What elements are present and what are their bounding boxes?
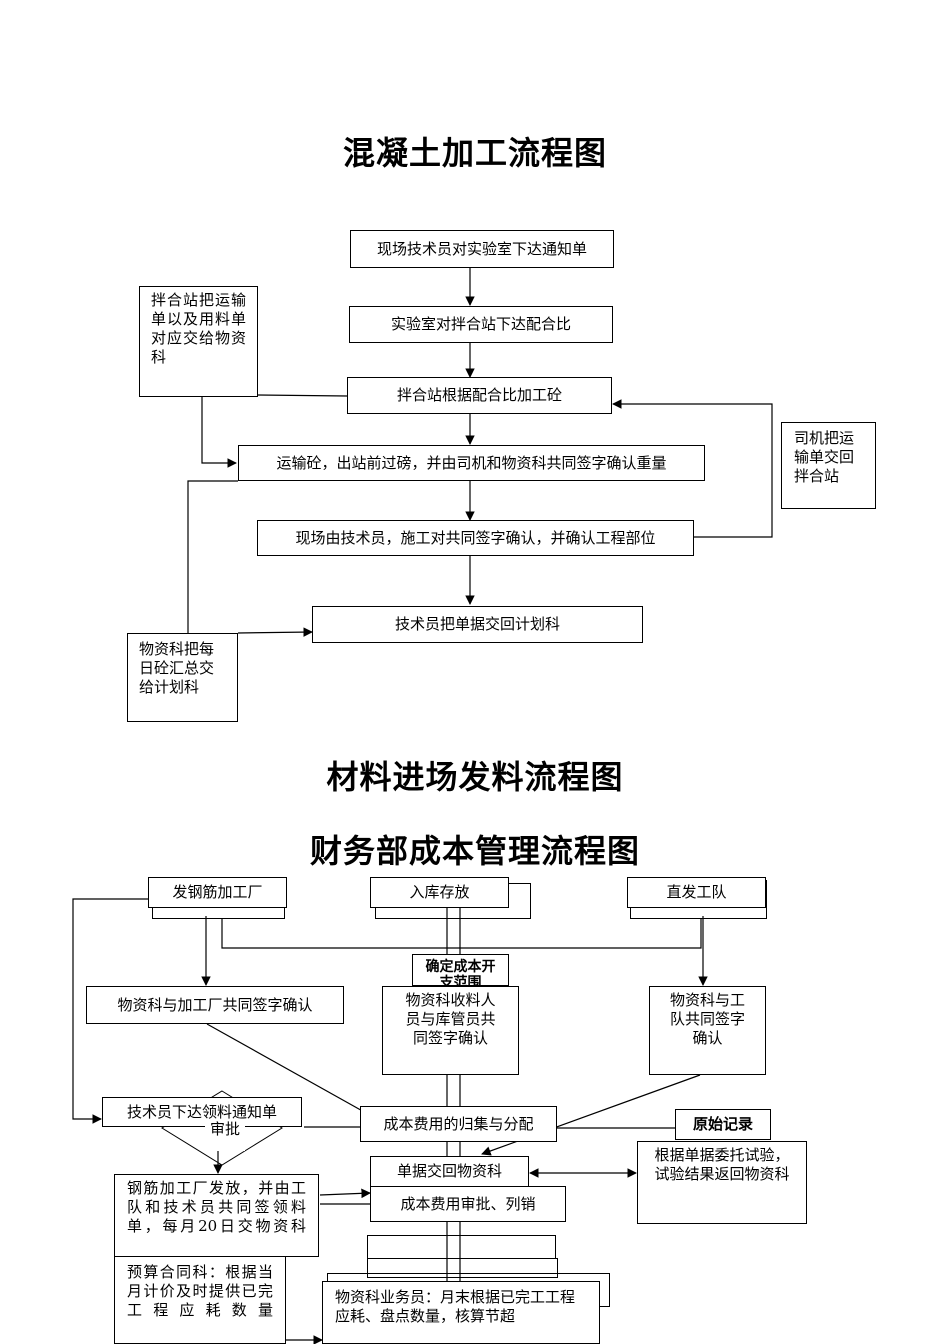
- top-direct-team: 直发工队: [627, 877, 766, 908]
- confirm-cost-range: 确定成本开支范围: [412, 954, 509, 986]
- side-driver: 司机把运输单交回拌合站: [781, 422, 876, 509]
- step-return-docs: 技术员把单据交回计划科: [312, 606, 643, 643]
- approval-label: 审批: [205, 1121, 245, 1151]
- concrete-title: 混凝土加工流程图: [342, 134, 607, 172]
- side-materials-summary: 物资科把每日砼汇总交给计划科: [127, 633, 238, 722]
- cost-collection: 成本费用的归集与分配: [360, 1106, 557, 1142]
- step-site-confirm: 现场由技术员，施工对共同签字确认，并确认工程部位: [257, 520, 694, 556]
- shadow-box: [367, 1235, 556, 1259]
- mid-warehouse-confirm: 物资科收料人员与库管员共同签字确认: [382, 986, 519, 1075]
- test-results: 根据单据委托试验，试验结果返回物资科: [637, 1141, 807, 1224]
- rebar-dispatch: 钢筋加工厂发放，并由工队和技术员共同签领料单，每月20日交物资科: [114, 1174, 319, 1257]
- finance-title: 财务部成本管理流程图: [309, 832, 640, 870]
- step-process-concrete: 拌合站根据配合比加工砼: [347, 377, 612, 414]
- budget-contract: 预算合同科：根据当月计价及时提供已完工程应耗数量: [114, 1256, 286, 1344]
- cost-approval: 成本费用审批、列销: [370, 1186, 566, 1222]
- return-to-materials: 单据交回物资科: [370, 1156, 529, 1187]
- mid-team-confirm: 物资科与工队共同签字确认: [649, 986, 766, 1075]
- step-mix-ratio: 实验室对拌合站下达配合比: [349, 306, 613, 343]
- pick-notice: 技术员下达领料通知单: [102, 1097, 302, 1127]
- clerk-accounting: 物资科业务员：月末根据已完工工程应耗、盘点数量，核算节超: [322, 1281, 600, 1344]
- mid-factory-confirm: 物资科与加工厂共同签字确认: [86, 986, 344, 1024]
- side-mixing-station: 拌合站把运输单以及用料单对应交给物资科: [139, 286, 258, 397]
- material-title: 材料进场发料流程图: [326, 758, 624, 796]
- step-notice: 现场技术员对实验室下达通知单: [350, 230, 614, 268]
- top-rebar-factory: 发钢筋加工厂: [148, 877, 287, 908]
- step-transport: 运输砼，出站前过磅，并由司机和物资科共同签字确认重量: [238, 445, 705, 481]
- shadow-box: [367, 1258, 558, 1278]
- top-warehouse: 入库存放: [370, 877, 509, 908]
- original-record: 原始记录: [675, 1109, 771, 1140]
